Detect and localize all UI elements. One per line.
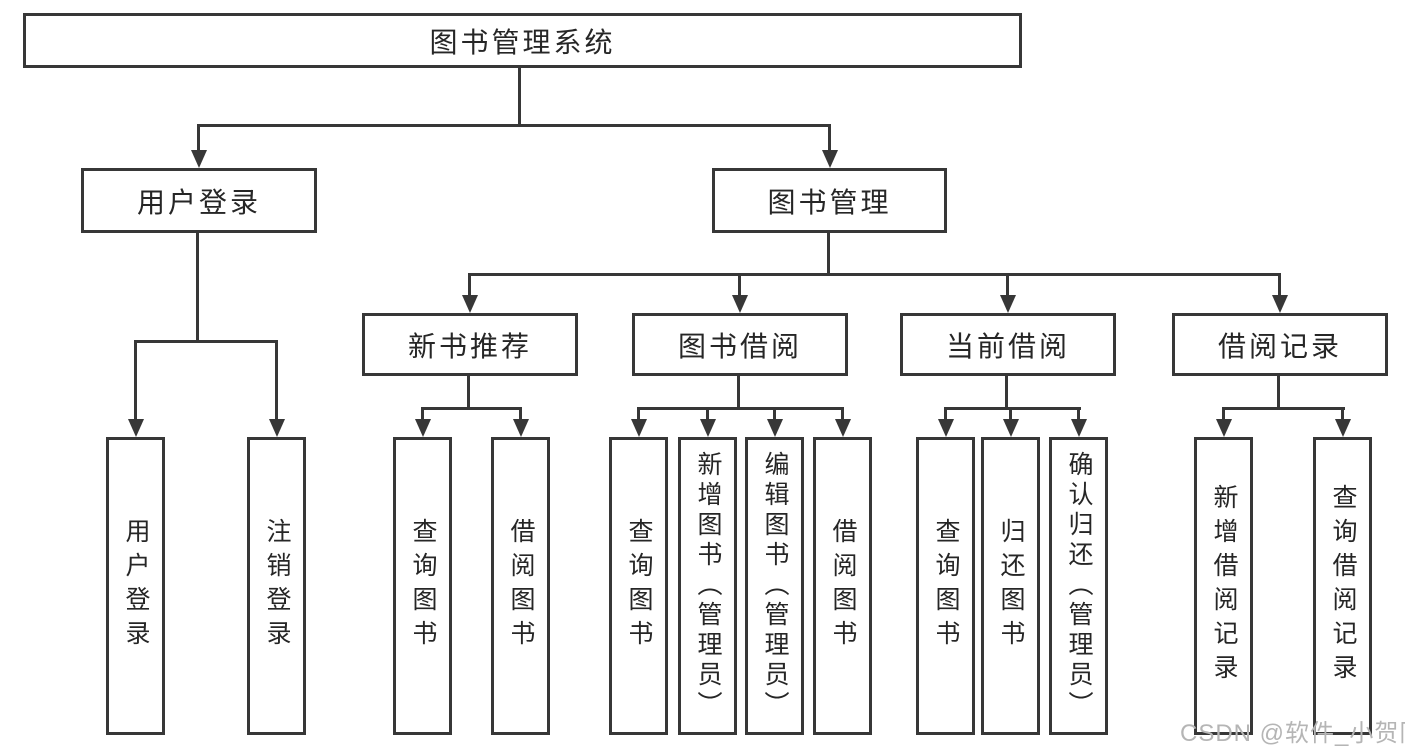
rail-level2 bbox=[197, 124, 831, 127]
arrow-to-book-borrow bbox=[738, 276, 741, 295]
rail-user-login-children bbox=[134, 340, 278, 343]
node-root: 图书管理系统 bbox=[23, 13, 1022, 68]
node-user-login-label: 用户登录 bbox=[136, 186, 261, 218]
node-root-label: 图书管理系统 bbox=[429, 26, 616, 58]
arrow-to-leaf-borrow-books-2 bbox=[841, 410, 844, 419]
connector-new-book-stem bbox=[467, 376, 470, 407]
arrow-to-leaf-query-books-3 bbox=[944, 410, 947, 419]
arrow-to-leaf-edit-books bbox=[773, 410, 776, 419]
leaf-borrow-books-2: 借阅图书 bbox=[813, 437, 872, 735]
connector-book-management-stem bbox=[827, 233, 830, 273]
node-book-management: 图书管理 bbox=[712, 168, 947, 233]
leaf-add-borrow-record-label: 新增借阅记录 bbox=[1210, 484, 1238, 688]
leaf-return-books: 归还图书 bbox=[981, 437, 1040, 735]
arrow-to-leaf-add-books bbox=[706, 410, 709, 419]
rail-level3 bbox=[468, 273, 1281, 276]
arrow-to-leaf-query-books-2 bbox=[637, 410, 640, 419]
leaf-borrow-books-2-label: 借阅图书 bbox=[829, 518, 857, 654]
node-book-borrow: 图书借阅 bbox=[632, 313, 848, 376]
leaf-query-books-2-label: 查询图书 bbox=[625, 518, 653, 654]
leaf-confirm-return-admin-label: 确认归还（管理员） bbox=[1065, 451, 1093, 721]
leaf-query-books-3-label: 查询图书 bbox=[932, 518, 960, 654]
leaf-query-books-3: 查询图书 bbox=[916, 437, 975, 735]
connector-user-login-stem bbox=[196, 233, 199, 340]
leaf-query-books-1-label: 查询图书 bbox=[409, 518, 437, 654]
arrow-to-book-management bbox=[828, 127, 831, 150]
node-new-book-recommend-label: 新书推荐 bbox=[407, 330, 532, 362]
connector-current-borrow-stem bbox=[1005, 376, 1008, 407]
arrow-to-user-login bbox=[197, 127, 200, 150]
arrow-to-leaf-return-books bbox=[1009, 410, 1012, 419]
leaf-edit-books-admin: 编辑图书（管理员） bbox=[745, 437, 804, 735]
arrow-to-leaf-borrow-books-1 bbox=[519, 410, 522, 419]
arrow-to-new-book-recommend bbox=[468, 276, 471, 295]
leaf-query-books-2: 查询图书 bbox=[609, 437, 668, 735]
rail-current-borrow-children bbox=[944, 407, 1081, 410]
node-borrow-records: 借阅记录 bbox=[1172, 313, 1388, 376]
arrow-to-leaf-query-books-1 bbox=[421, 410, 424, 419]
leaf-borrow-books-1-label: 借阅图书 bbox=[507, 518, 535, 654]
leaf-return-books-label: 归还图书 bbox=[997, 518, 1025, 654]
arrow-to-leaf-add-borrow-record bbox=[1222, 410, 1225, 419]
leaf-query-borrow-record: 查询借阅记录 bbox=[1313, 437, 1372, 735]
leaf-add-books-admin-label: 新增图书（管理员） bbox=[694, 451, 722, 721]
arrow-to-leaf-query-borrow-record bbox=[1341, 410, 1344, 419]
rail-book-borrow-children bbox=[637, 407, 844, 410]
arrow-to-leaf-logout bbox=[275, 343, 278, 419]
leaf-confirm-return-admin: 确认归还（管理员） bbox=[1049, 437, 1108, 735]
leaf-add-borrow-record: 新增借阅记录 bbox=[1194, 437, 1253, 735]
rail-borrow-records-children bbox=[1222, 407, 1345, 410]
leaf-query-borrow-record-label: 查询借阅记录 bbox=[1329, 484, 1357, 688]
arrow-to-leaf-confirm-return bbox=[1077, 410, 1080, 419]
arrow-to-leaf-user-login bbox=[134, 343, 137, 419]
leaf-query-books-1: 查询图书 bbox=[393, 437, 452, 735]
leaf-edit-books-admin-label: 编辑图书（管理员） bbox=[761, 451, 789, 721]
arrow-to-current-borrow bbox=[1006, 276, 1009, 295]
connector-root-stem bbox=[518, 68, 521, 124]
leaf-user-login: 用户登录 bbox=[106, 437, 165, 735]
node-book-management-label: 图书管理 bbox=[767, 186, 892, 218]
node-current-borrow: 当前借阅 bbox=[900, 313, 1116, 376]
connector-borrow-records-stem bbox=[1277, 376, 1280, 407]
connector-book-borrow-stem bbox=[737, 376, 740, 407]
leaf-add-books-admin: 新增图书（管理员） bbox=[678, 437, 737, 735]
node-current-borrow-label: 当前借阅 bbox=[945, 330, 1070, 362]
node-new-book-recommend: 新书推荐 bbox=[362, 313, 578, 376]
arrow-to-borrow-records bbox=[1278, 276, 1281, 295]
node-book-borrow-label: 图书借阅 bbox=[677, 330, 802, 362]
node-borrow-records-label: 借阅记录 bbox=[1217, 330, 1342, 362]
leaf-user-login-label: 用户登录 bbox=[122, 518, 150, 654]
leaf-logout: 注销登录 bbox=[247, 437, 306, 735]
rail-new-book-children bbox=[421, 407, 522, 410]
leaf-borrow-books-1: 借阅图书 bbox=[491, 437, 550, 735]
leaf-logout-label: 注销登录 bbox=[263, 518, 291, 654]
node-user-login: 用户登录 bbox=[81, 168, 317, 233]
csdn-watermark: CSDN @软件_小贺同学 bbox=[1180, 720, 1405, 747]
